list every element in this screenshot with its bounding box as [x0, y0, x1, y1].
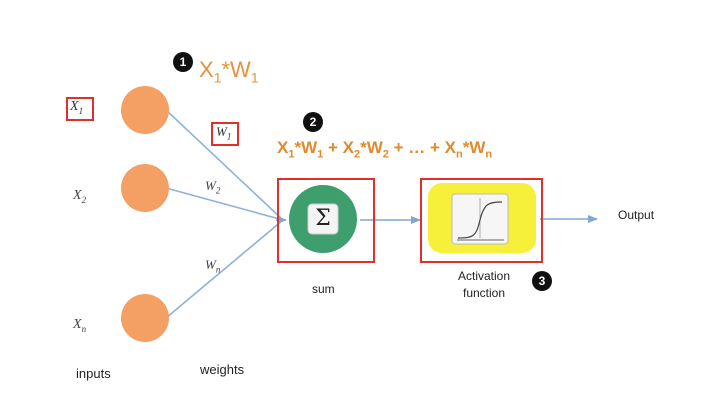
input-xn-letter: X — [73, 317, 82, 332]
weight-label-w1: W1 — [216, 124, 231, 142]
top-formula: X1*W1 — [199, 56, 259, 91]
connection-x2 — [165, 187, 284, 221]
weight-wn-letter: W — [205, 257, 216, 272]
input-label-xn: Xn — [73, 317, 86, 334]
input-node-xn — [121, 294, 169, 342]
eq-plus-2: + … + — [388, 138, 445, 157]
output-caption: Output — [618, 208, 655, 222]
weight-w1-sub: 1 — [226, 131, 232, 142]
eq-term1-w-sub: 1 — [317, 148, 324, 161]
connection-x1 — [165, 109, 284, 221]
eq-term1-op: *W — [294, 138, 318, 157]
eq-term3-x: X — [444, 138, 456, 157]
step-badge-3: 3 — [532, 271, 552, 291]
sigma-icon: Σ — [315, 206, 331, 231]
input-label-x2: X2 — [73, 188, 86, 205]
sum-highlight-box — [277, 178, 375, 263]
top-formula-w-sub: 1 — [250, 69, 259, 86]
weight-label-wn: Wn — [205, 257, 220, 275]
top-formula-op: * — [221, 57, 231, 82]
input-label-x1: X1 — [70, 99, 83, 116]
input-x2-sub: 2 — [81, 194, 87, 205]
activation-caption-line1: Activation — [457, 269, 511, 283]
eq-term3-op: *W — [462, 138, 486, 157]
w1-highlight-box — [211, 122, 239, 146]
x1-highlight-box — [66, 97, 94, 121]
top-formula-x: X — [199, 57, 214, 82]
activation-caption-line2: function — [462, 286, 506, 300]
inputs-caption: inputs — [76, 366, 111, 381]
weight-w2-letter: W — [205, 178, 216, 193]
eq-term1-x-sub: 1 — [288, 148, 295, 161]
sum-caption: sum — [312, 282, 335, 296]
activation-highlight-box — [420, 178, 543, 263]
eq-term2-x: X — [342, 138, 354, 157]
eq-plus-1: + — [323, 138, 343, 157]
input-x1-letter: X — [70, 99, 79, 114]
eq-term2-x-sub: 2 — [353, 148, 361, 161]
eq-term3-w-sub: n — [485, 148, 493, 161]
weight-w1-letter: W — [216, 124, 227, 139]
input-x1-sub: 1 — [78, 105, 84, 116]
eq-term1-x: X — [277, 138, 289, 157]
step-badge-1: 1 — [173, 52, 193, 72]
activation-caption: Activation function — [446, 268, 522, 302]
top-formula-x-sub: 1 — [213, 69, 222, 86]
input-xn-sub: n — [81, 323, 87, 334]
connection-xn — [165, 219, 284, 319]
input-node-x2 — [121, 164, 169, 212]
weight-wn-sub: n — [215, 264, 221, 275]
weights-caption: weights — [200, 362, 245, 377]
weight-label-w2: W2 — [205, 178, 220, 196]
eq-term2-op: *W — [360, 138, 383, 157]
input-x2-letter: X — [73, 188, 82, 203]
eq-term2-w-sub: 2 — [382, 148, 389, 161]
sum-symbol-card — [307, 203, 339, 235]
input-node-x1 — [121, 86, 169, 134]
eq-term3-x-sub: n — [456, 148, 463, 161]
top-formula-w: W — [230, 57, 251, 82]
step-badge-2: 2 — [303, 112, 323, 132]
sum-equation: X1*W1 + X2*W2 + … + Xn*Wn — [277, 136, 492, 166]
sigmoid-icon — [457, 198, 504, 241]
weight-w2-sub: 2 — [215, 185, 221, 196]
